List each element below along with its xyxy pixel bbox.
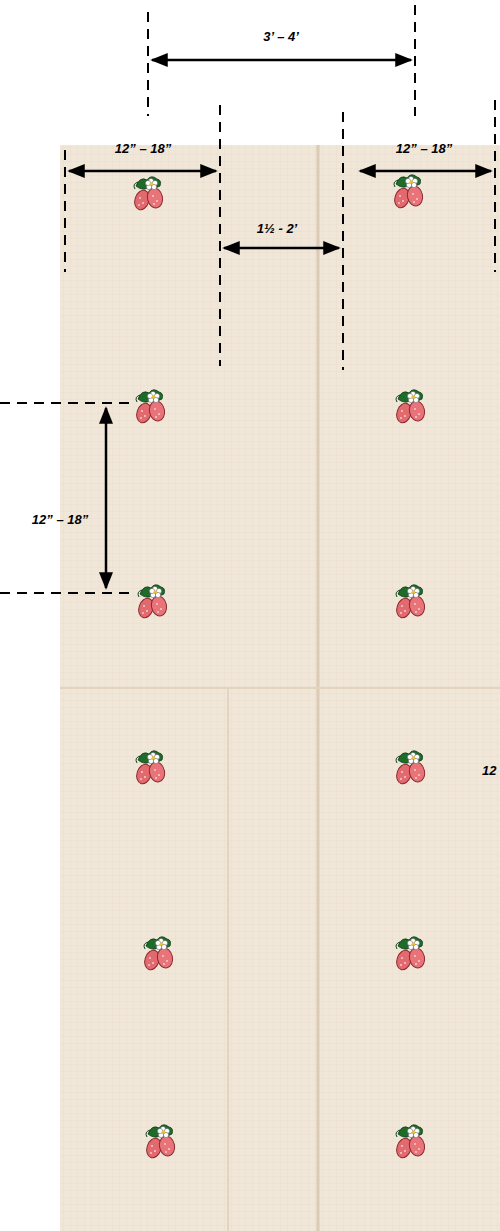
dimension-label: 1½ - 2’ [257,221,297,237]
dimension-label: 12 [482,763,496,779]
dimension-label: 3’ – 4’ [263,29,299,45]
dimension-label: 12” – 18” [396,141,452,157]
dimension-label: 12” – 18” [32,512,88,528]
dimension-label: 12” – 18” [115,141,171,157]
